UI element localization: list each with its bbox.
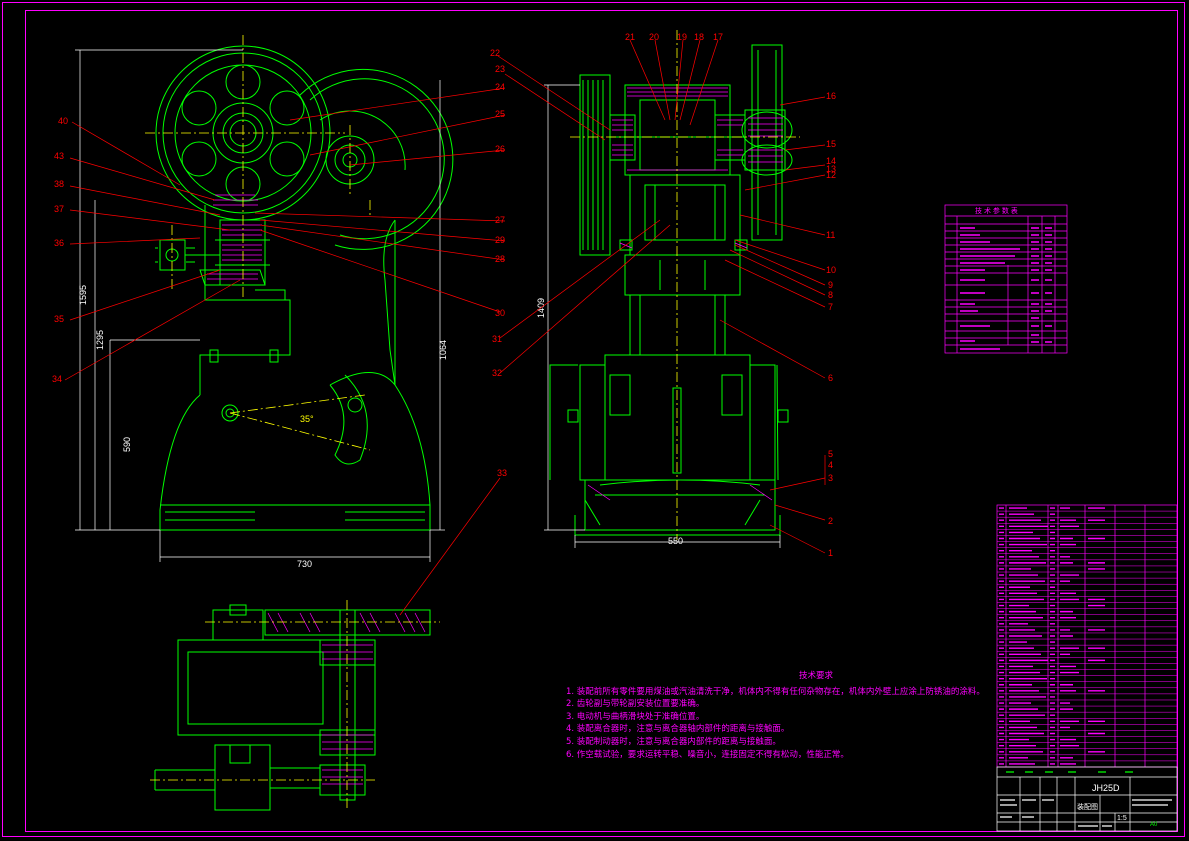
callout-25: 25: [495, 109, 505, 119]
top-view-centerlines: [150, 600, 440, 810]
callout-35: 35: [54, 314, 64, 324]
tech-note-item: 4. 装配离合器时，注意与离合器轴内部件的距离与接触面。: [566, 724, 790, 735]
callout-36: 36: [54, 238, 64, 248]
title-block: [996, 766, 1178, 832]
title-block-model: JH25D: [1092, 783, 1120, 793]
leader-lines: [64, 39, 826, 616]
callout-20: 20: [649, 32, 659, 42]
top-view: [154, 604, 431, 811]
ram: [619, 174, 748, 296]
dim-front-width: 550: [668, 536, 683, 546]
front-view-dimensions: [544, 84, 781, 548]
callout-7: 7: [828, 302, 833, 312]
technical-requirements: 技术要求 1. 装配前所有零件要用煤油或汽油清洗干净，机体内不得有任何杂物存在，…: [566, 670, 1006, 761]
callout-17: 17: [713, 32, 723, 42]
callout-8: 8: [828, 290, 833, 300]
callout-16: 16: [826, 91, 836, 101]
callout-5: 5: [828, 449, 833, 459]
callout-12: 12: [826, 170, 836, 180]
callout-43: 43: [54, 151, 64, 161]
parameter-table: [944, 204, 1068, 354]
front-view-hatch: [587, 87, 783, 501]
callout-29: 29: [495, 235, 505, 245]
dim-side-width: 730: [297, 559, 312, 569]
callout-2: 2: [828, 516, 833, 526]
callout-4: 4: [828, 460, 833, 470]
dim-h4: 1064: [438, 340, 448, 360]
callout-21: 21: [625, 32, 635, 42]
callout-14: 14: [826, 156, 836, 166]
columns: [629, 295, 726, 355]
callout-33: 33: [497, 468, 507, 478]
tech-note-item: 5. 装配制动器时，注意与离合器内部件的距离与接触面。: [566, 736, 781, 747]
title-block-marks: [1000, 799, 1172, 827]
title-block-drawing-type: 装配图: [1077, 802, 1098, 811]
callout-9: 9: [828, 280, 833, 290]
tech-note-item: 6. 作空载试验，要求运转平稳、噪音小，连接固定不得有松动，性能正常。: [566, 749, 849, 760]
param-table-title: 技 术 参 数 表: [975, 206, 1018, 215]
callout-34: 34: [52, 374, 62, 384]
tech-note-item: 3. 电动机与曲柄滑块处于准确位置。: [566, 711, 705, 722]
callout-6: 6: [828, 373, 833, 383]
callout-40: 40: [58, 116, 68, 126]
tech-note-item: 2. 齿轮副与带轮副安装位置要准确。: [566, 699, 705, 710]
front-view-centerlines: [570, 30, 800, 540]
callout-23: 23: [495, 64, 505, 74]
callout-10: 10: [826, 265, 836, 275]
brake-column: [741, 44, 793, 241]
inner-border: [25, 10, 1178, 832]
side-view-hatch: [207, 194, 262, 280]
dim-h2: 1295: [95, 330, 105, 350]
lower-frame: [549, 354, 789, 536]
side-view-dimensions: [75, 49, 445, 562]
callout-24: 24: [495, 82, 505, 92]
callouts: 40 43 38 37 36 35 34 24 25 26 27 29 28 3…: [52, 32, 836, 558]
tech-note-item: 1. 装配前所有零件要用煤油或汽油清洗干净，机体内不得有任何杂物存在，机体内外壁…: [566, 686, 985, 697]
angle-label: 35°: [300, 414, 314, 424]
title-block-sheet: A0: [1150, 822, 1158, 828]
callout-27: 27: [495, 215, 505, 225]
callout-3: 3: [828, 473, 833, 483]
callout-28: 28: [495, 254, 505, 264]
frame-body: [159, 205, 431, 531]
large-gear: [299, 68, 454, 250]
callout-19: 19: [677, 32, 687, 42]
callout-11: 11: [826, 230, 835, 240]
tech-notes-title: 技术要求: [798, 671, 833, 681]
callout-38: 38: [54, 179, 64, 189]
v-belt-pulley: [579, 74, 611, 256]
side-view-centerlines: [145, 35, 371, 451]
callout-26: 26: [495, 144, 505, 154]
callout-1: 1: [828, 548, 833, 558]
callout-31: 31: [492, 334, 502, 344]
parts-list-rows: [997, 510, 1177, 762]
dim-h1: 1595: [78, 285, 88, 305]
top-view-hatch: [267, 612, 426, 785]
param-table-marks: [960, 227, 1052, 350]
callout-22: 22: [490, 48, 500, 58]
title-block-scale: 1:5: [1117, 815, 1127, 822]
callout-15: 15: [826, 139, 836, 149]
callout-18: 18: [694, 32, 704, 42]
callout-13: 13: [826, 164, 836, 174]
slider-assembly: [155, 219, 270, 286]
parts-list-entries: [999, 507, 1105, 765]
front-view: [549, 44, 793, 536]
callout-32: 32: [492, 368, 502, 378]
dim-h3: 590: [122, 437, 132, 452]
side-view: [155, 45, 454, 531]
callout-37: 37: [54, 204, 64, 214]
callout-30: 30: [495, 308, 505, 318]
